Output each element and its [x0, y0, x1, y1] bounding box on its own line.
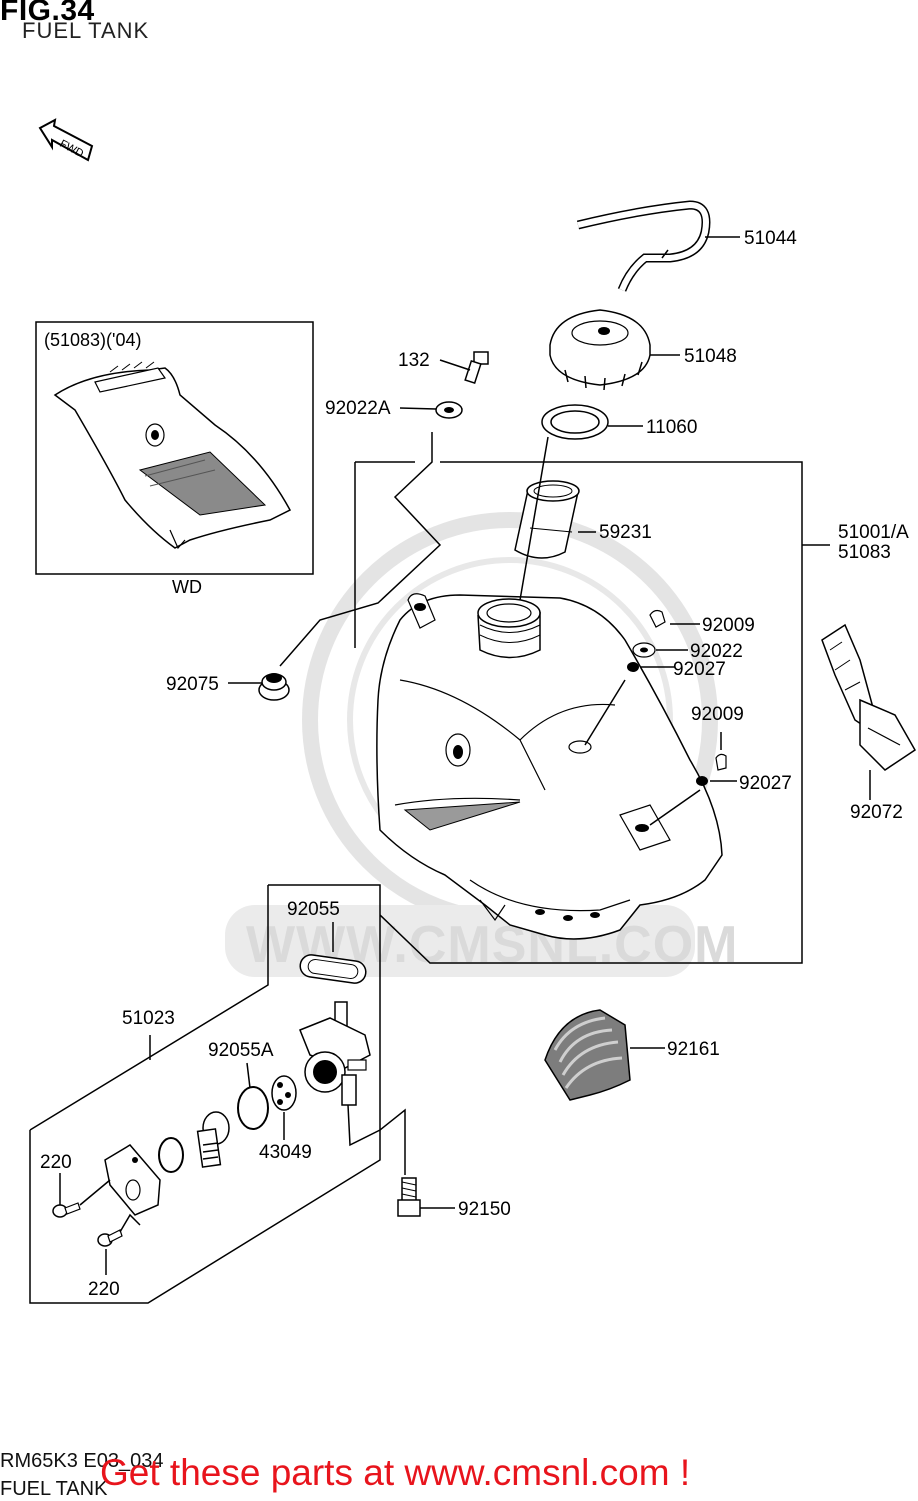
tank-assembly-frame [354, 461, 830, 964]
bolt-132 [464, 351, 489, 385]
fig-number: FIG.34 [0, 0, 95, 27]
fuel-cap [549, 309, 651, 391]
strap-92072 [821, 623, 916, 771]
petcock-lever [196, 1111, 230, 1168]
label-220-a: 220 [40, 1152, 72, 1173]
footer-subtitle: FUEL TANK [0, 1478, 108, 1500]
label-11060: 11060 [646, 417, 697, 438]
label-92075: 92075 [166, 674, 219, 695]
gasket-11060 [541, 404, 609, 440]
o-ring-92055A [237, 1086, 269, 1130]
label-51001A: 51001/A [838, 522, 909, 543]
label-59231: 59231 [599, 522, 652, 543]
label-92009-a: 92009 [702, 615, 755, 636]
label-92027-a: 92027 [673, 659, 726, 680]
label-92009-b: 92009 [691, 704, 744, 725]
filter-59231 [514, 480, 580, 559]
label-92072: 92072 [850, 802, 903, 823]
filter-screen-92055 [299, 954, 367, 984]
leader-lines [59, 236, 871, 1275]
label-51048: 51048 [684, 346, 737, 367]
hardware-92009-92022-92027 [627, 609, 727, 786]
label-51044: 51044 [744, 228, 797, 249]
label-51083: 51083 [838, 542, 891, 563]
pad-92161 [544, 1009, 631, 1101]
screw-220-b [97, 1229, 123, 1247]
screw-220-a [52, 1202, 81, 1218]
footer-code: RM65K3 E03_034 [0, 1450, 164, 1472]
bolt-92150 [397, 1177, 421, 1217]
inset-caption-top: (51083)('04) [44, 330, 142, 350]
label-92027-b: 92027 [739, 773, 792, 794]
label-92022A: 92022A [325, 398, 391, 419]
label-51023: 51023 [122, 1008, 175, 1029]
inset-box: (51083)('04) WD [35, 321, 314, 597]
petcock-assembly-frame [29, 884, 381, 1304]
petcock-body [299, 1001, 371, 1106]
label-220-b: 220 [88, 1279, 120, 1300]
inset-caption-bottom: WD [172, 577, 202, 597]
part-labels: 51044 51048 132 92022A 11060 59231 51001… [40, 228, 909, 1300]
label-92055: 92055 [287, 899, 340, 920]
grommet-92075 [258, 673, 290, 701]
label-92150: 92150 [458, 1199, 511, 1220]
label-92055A: 92055A [208, 1040, 274, 1061]
label-43049: 43049 [259, 1142, 312, 1163]
fuel-hose [576, 200, 711, 292]
cover-plate [104, 1144, 161, 1216]
fwd-arrow-icon: FWD [38, 118, 94, 162]
fuel-tank [376, 593, 723, 940]
gasket-43049 [271, 1075, 297, 1111]
label-92022: 92022 [690, 641, 743, 662]
label-92161: 92161 [667, 1039, 720, 1060]
cta-link[interactable]: Get these parts at www.cmsnl.com ! [100, 1452, 691, 1493]
fig-title: FUEL TANK [22, 18, 150, 43]
label-132: 132 [398, 350, 430, 371]
